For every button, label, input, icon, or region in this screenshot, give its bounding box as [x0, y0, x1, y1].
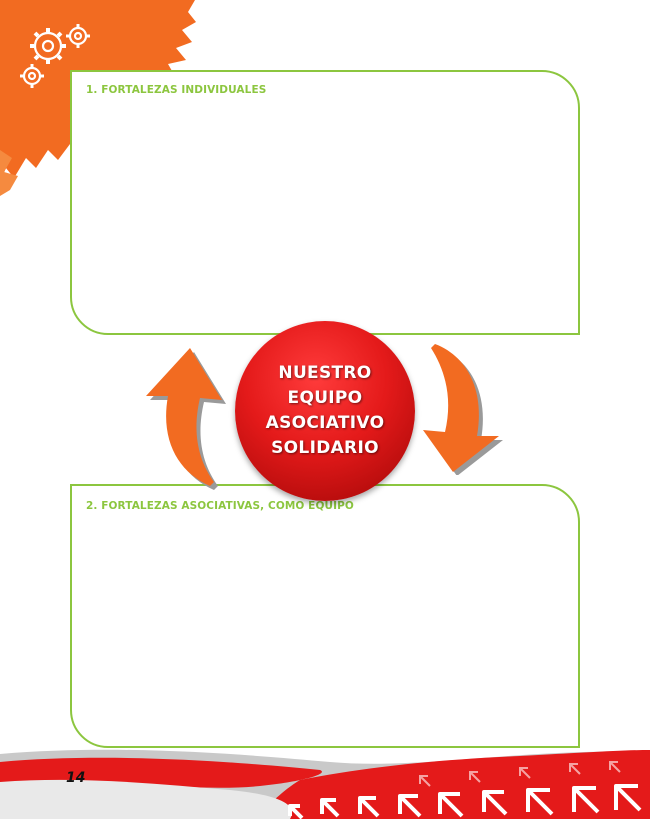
- section-title-team: 2. FORTALEZAS ASOCIATIVAS, COMO EQUIPO: [86, 500, 354, 512]
- team-strengths-box[interactable]: 2. FORTALEZAS ASOCIATIVAS, COMO EQUIPO: [70, 484, 580, 748]
- cycle-arrow-down-icon: [423, 344, 503, 475]
- small-arrow-icons: [288, 784, 642, 819]
- footer-band-decoration: [0, 749, 650, 819]
- center-line-2: EQUIPO: [287, 388, 363, 408]
- gears-icon: [20, 24, 90, 88]
- section-title-individual: 1. FORTALEZAS INDIVIDUALES: [86, 84, 267, 96]
- center-line-3: ASOCIATIVO: [265, 413, 385, 433]
- team-center-circle: NUESTRO EQUIPO ASOCIATIVO SOLIDARIO: [235, 321, 415, 501]
- cycle-arrow-up-icon: [146, 348, 226, 490]
- center-line-1: NUESTRO: [278, 363, 372, 383]
- page-number: 14: [66, 770, 86, 786]
- center-title: NUESTRO EQUIPO ASOCIATIVO SOLIDARIO: [266, 361, 385, 461]
- center-line-4: SOLIDARIO: [271, 438, 379, 458]
- individual-strengths-box[interactable]: 1. FORTALEZAS INDIVIDUALES: [70, 70, 580, 335]
